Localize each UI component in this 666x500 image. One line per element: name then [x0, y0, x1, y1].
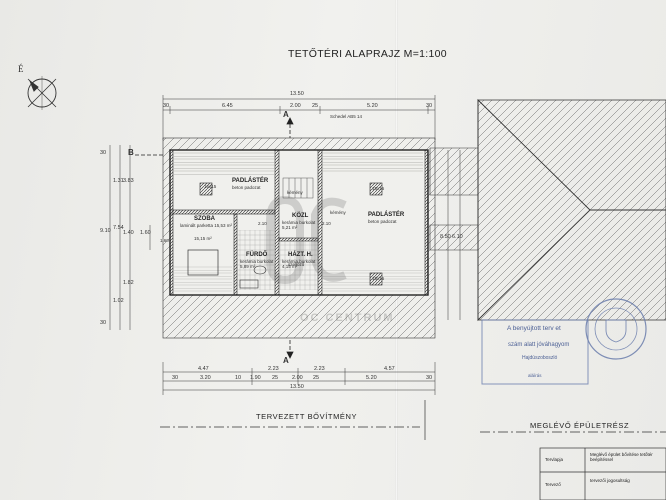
left-dim: 1.82	[123, 280, 134, 286]
bottom-dim: 25	[313, 375, 320, 381]
left-dim: 3.83	[123, 178, 134, 184]
stamp-line: szám alatt jóváhagyom	[508, 342, 570, 348]
room-label-bedroom: SZOBA	[194, 216, 215, 222]
bottom-dim: 30	[172, 375, 179, 381]
misc-label: 1.60	[160, 238, 169, 243]
approval-stamp-box	[481, 319, 589, 385]
left-dimension-lines	[109, 145, 151, 330]
top-dimension-lines	[162, 95, 436, 140]
section-mark-a-bottom: A	[283, 356, 289, 365]
bottom-dim: 30	[426, 375, 433, 381]
title-block-value: Meglévő épület bővítése tetőtér beépítés…	[590, 452, 653, 462]
existing-building-label: MEGLÉVŐ ÉPÜLETRÉSZ	[530, 421, 630, 430]
misc-label: 2.10	[322, 221, 331, 226]
plan-title: TETŐTÉRI ALAPRAJZ M=1:100	[288, 48, 447, 60]
staircase	[282, 177, 314, 199]
left-dim: 1.02	[113, 298, 124, 304]
bottom-dim-overall: 13.50	[290, 384, 304, 390]
existing-roof-plan	[429, 98, 666, 322]
bottom-dim: 2.23	[268, 366, 279, 372]
top-dim-seg: 25	[312, 103, 319, 109]
left-dim: 1.40	[123, 230, 134, 236]
room-detail: kerámia burkolat 5,89 m²	[240, 259, 274, 269]
bottom-dim: 5.20	[366, 375, 377, 381]
left-dim: 9.10	[100, 228, 111, 234]
section-line-a	[286, 117, 294, 359]
bed-icon	[187, 249, 219, 276]
svg-text:É: É	[18, 64, 24, 74]
interior-walls	[169, 149, 429, 296]
chimney-icon	[369, 272, 383, 286]
misc-label: 2.10	[258, 221, 267, 226]
toilet-icon	[253, 265, 267, 275]
bottom-dim: 4.47	[198, 366, 209, 372]
room-label-attic-left: PADLÁSTÉR	[232, 178, 269, 184]
room-label-bathroom: FÜRDŐ	[246, 252, 268, 258]
section-divider	[160, 400, 666, 440]
bottom-dim: 2.23	[314, 366, 325, 372]
left-dim: 30	[100, 150, 107, 156]
top-dim-seg: 5.20	[367, 103, 378, 109]
section-note: Schedel AB5 14	[330, 114, 363, 119]
section-mark-b: B	[128, 148, 134, 157]
right-dim: 6.10	[452, 234, 463, 240]
misc-label: kémény	[330, 210, 346, 215]
chimney-icon	[369, 182, 383, 196]
chimney-icon	[199, 182, 213, 196]
planned-extension-label: TERVEZETT BŐVÍTMÉNY	[256, 412, 358, 421]
bathtub-icon	[239, 279, 259, 289]
title-block-value: tervezői jogosultság	[590, 478, 630, 483]
title-block-label: Tervlapja	[545, 457, 564, 462]
room-detail: beton padozat	[232, 185, 261, 190]
top-dim-overall: 13.50	[290, 91, 304, 97]
room-low-zone	[174, 266, 232, 292]
utility-tiles	[280, 242, 318, 290]
room-detail: kerámia burkolat 4,15 m²	[282, 259, 316, 269]
bottom-dim: 1.90	[250, 375, 261, 381]
stamp-line: aláírás	[528, 373, 542, 378]
chimney-size: 15x15	[372, 276, 385, 281]
north-arrow-icon: É	[18, 64, 57, 110]
chimney-size: 15x15	[204, 184, 217, 189]
room-label-attic-right: PADLÁSTÉR	[368, 212, 405, 218]
left-dim: 1.60	[140, 230, 151, 236]
watermark-logo	[266, 195, 347, 285]
room-detail: kerámia burkolat 5,21 m²	[282, 220, 316, 230]
left-dim: 7.54	[113, 225, 124, 231]
bottom-dim: 3.20	[200, 375, 211, 381]
misc-label: 15,15 m²	[194, 236, 212, 241]
stamp-line: Hajdúszoboszló	[522, 355, 558, 361]
title-block	[539, 447, 666, 500]
misc-label: szellőző	[288, 262, 305, 267]
chimney-size: 15x15	[372, 186, 385, 191]
bottom-dim: 10	[235, 375, 242, 381]
bottom-dimension-lines	[162, 362, 436, 395]
right-dim: 8.50	[440, 234, 451, 240]
title-block-label: Tervező	[545, 482, 561, 487]
top-dim-seg: 30	[426, 103, 433, 109]
attic-low-zone-right	[323, 152, 423, 174]
misc-label: kémény	[287, 190, 303, 195]
left-dim: 30	[100, 320, 107, 326]
attic-low-zone-left	[174, 152, 274, 176]
stamp-line: A benyújtott terv et	[507, 325, 561, 332]
official-seal-icon	[585, 298, 647, 360]
room-label-hall: KÖZL	[292, 213, 309, 219]
top-dim-seg: 30	[163, 103, 170, 109]
bottom-dim: 25	[272, 375, 279, 381]
top-dim-seg: 2.00	[290, 103, 301, 109]
room-detail: laminált parketta 15,53 m²	[180, 223, 233, 228]
bottom-dim: 2.00	[292, 375, 303, 381]
left-dim: 1.31	[113, 178, 124, 184]
bottom-dim: 4.57	[384, 366, 395, 372]
top-dim-seg: 6.45	[222, 103, 233, 109]
room-label-utility: HÁZT. H.	[288, 252, 313, 258]
watermark-text: ÓC CENTRUM	[300, 312, 395, 324]
room-detail: beton padozat	[368, 219, 397, 224]
section-mark-a-top: A	[283, 110, 289, 119]
